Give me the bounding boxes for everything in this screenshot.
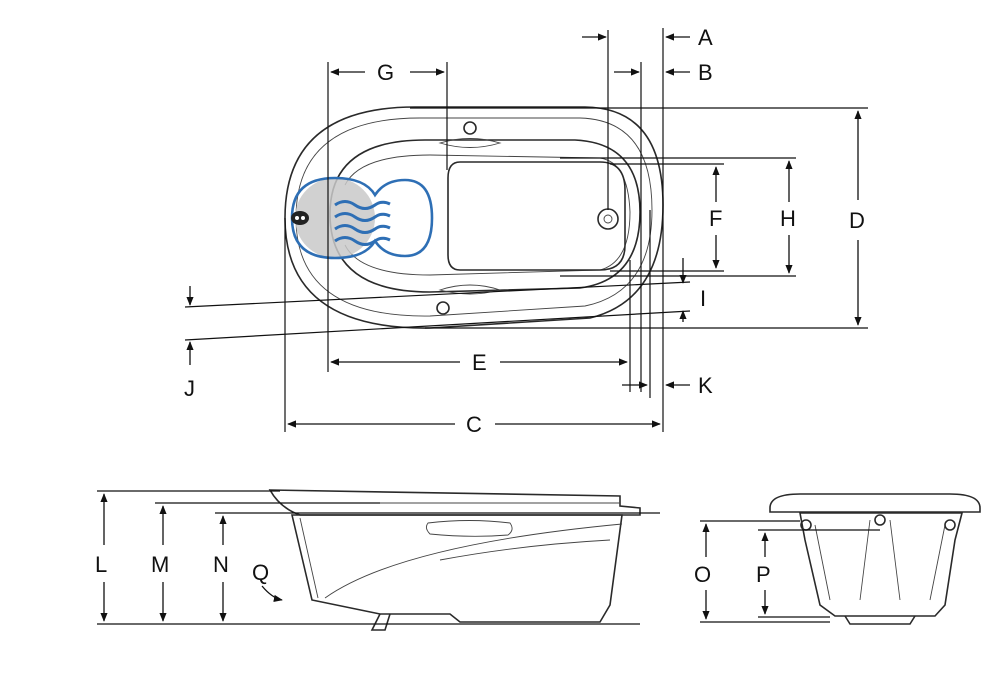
label-i: I bbox=[700, 286, 706, 311]
label-g: G bbox=[377, 60, 394, 85]
label-c: C bbox=[466, 412, 482, 437]
drain bbox=[597, 208, 619, 230]
label-e: E bbox=[472, 350, 487, 375]
fitting-bottom bbox=[436, 301, 450, 315]
label-h: H bbox=[780, 206, 796, 231]
tub-backrest bbox=[344, 154, 631, 276]
end-view bbox=[700, 493, 981, 625]
label-j: J bbox=[184, 376, 195, 401]
label-o: O bbox=[694, 562, 711, 587]
top-view-extension-lines bbox=[184, 28, 868, 432]
label-f: F bbox=[709, 206, 722, 231]
handle-top bbox=[438, 138, 502, 148]
label-n: N bbox=[213, 552, 229, 577]
top-view-dimension-lines bbox=[186, 33, 862, 428]
dimension-labels: A B C D E F G H I J K L M N O P Q bbox=[95, 25, 865, 587]
tub-inner-deck bbox=[295, 117, 653, 317]
top-view bbox=[184, 28, 868, 432]
label-a: A bbox=[698, 25, 713, 50]
side-body bbox=[290, 514, 623, 623]
label-k: K bbox=[698, 373, 713, 398]
label-b: B bbox=[698, 60, 713, 85]
fitting-top bbox=[463, 121, 477, 135]
tub-floor bbox=[447, 161, 626, 271]
side-foot bbox=[370, 613, 391, 631]
label-p: P bbox=[756, 562, 771, 587]
tub-bowl bbox=[329, 139, 641, 293]
label-l: L bbox=[95, 552, 107, 577]
label-d: D bbox=[849, 208, 865, 233]
label-m: M bbox=[151, 552, 169, 577]
side-view bbox=[97, 489, 660, 631]
end-body bbox=[799, 512, 964, 617]
side-deck bbox=[268, 489, 641, 516]
tub-outer-rim bbox=[284, 106, 664, 329]
end-deck bbox=[769, 493, 981, 513]
whirlpool-jet-icon bbox=[290, 176, 434, 260]
side-handle bbox=[425, 520, 513, 537]
label-q: Q bbox=[252, 560, 269, 585]
